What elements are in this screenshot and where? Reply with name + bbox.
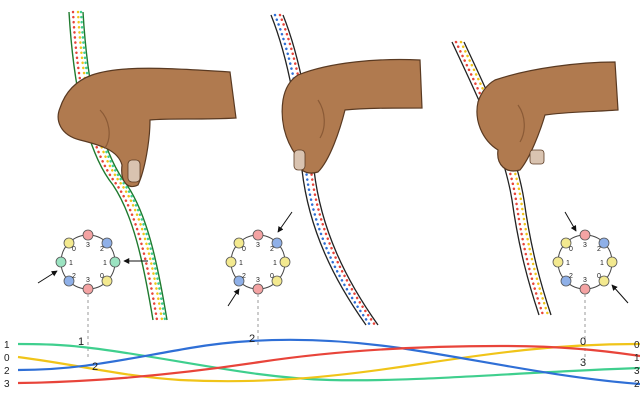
dial-number: 1 [566, 260, 570, 267]
right-axis-label: 1 [634, 353, 640, 364]
dial-number: 3 [583, 277, 587, 284]
move-arrow [228, 289, 239, 306]
dial-nodes [56, 230, 120, 294]
move-arrow [612, 285, 628, 303]
dial-number: 1 [600, 260, 604, 267]
panel-2 [271, 15, 422, 325]
left-axis-label: 3 [4, 379, 10, 390]
left-axis-label: 1 [4, 340, 10, 351]
move-arrow [278, 212, 292, 232]
right-axis-label: 0 [634, 340, 640, 351]
dial-number: 3 [256, 242, 260, 249]
divider-label-bottom: 3 [580, 357, 586, 369]
dial-number: 1 [273, 260, 277, 267]
dial-number: 3 [86, 277, 90, 284]
divider-label-top: 0 [580, 336, 586, 348]
dial-3: 0 3 2 1 1 2 3 0 [553, 230, 617, 294]
dial-nodes [226, 230, 290, 294]
braid-strand-1 [69, 12, 167, 320]
dial-2: 0 3 2 1 1 2 3 0 [226, 230, 290, 294]
dial-nodes [553, 230, 617, 294]
dial-number: 3 [86, 242, 90, 249]
move-arrow [38, 271, 57, 283]
left-axis-label: 2 [4, 366, 10, 377]
dial-number: 0 [242, 246, 246, 253]
dial-number: 2 [569, 273, 573, 280]
hand-1 [58, 68, 236, 186]
dial-1: 0 3 2 1 1 2 3 0 [56, 230, 120, 294]
left-axis-label: 0 [4, 353, 10, 364]
panel-1 [58, 12, 236, 320]
dial-number: 2 [72, 273, 76, 280]
dial-number: 1 [69, 260, 73, 267]
dial-number: 2 [270, 246, 274, 253]
hand-2 [282, 60, 422, 174]
dial-number: 3 [583, 242, 587, 249]
right-axis-label: 3 [634, 366, 640, 377]
move-arrow [565, 212, 576, 231]
dial-number: 0 [270, 273, 274, 280]
right-axis-label: 2 [634, 379, 640, 390]
dial-number: 3 [256, 277, 260, 284]
dial-number: 2 [100, 246, 104, 253]
dial-number: 0 [597, 273, 601, 280]
dial-number: 1 [239, 260, 243, 267]
dial-number: 2 [597, 246, 601, 253]
dial-number: 2 [242, 273, 246, 280]
dial-number: 1 [103, 260, 107, 267]
dial-number: 0 [72, 246, 76, 253]
dial-number: 0 [569, 246, 573, 253]
hand-3 [477, 62, 618, 171]
divider-label-top: 2 [249, 333, 255, 345]
divider-label-bottom: 2 [92, 361, 98, 373]
strand-crossings [18, 340, 640, 384]
panel-3 [452, 42, 618, 315]
dial-number: 0 [100, 273, 104, 280]
divider-label-top: 1 [78, 336, 84, 348]
